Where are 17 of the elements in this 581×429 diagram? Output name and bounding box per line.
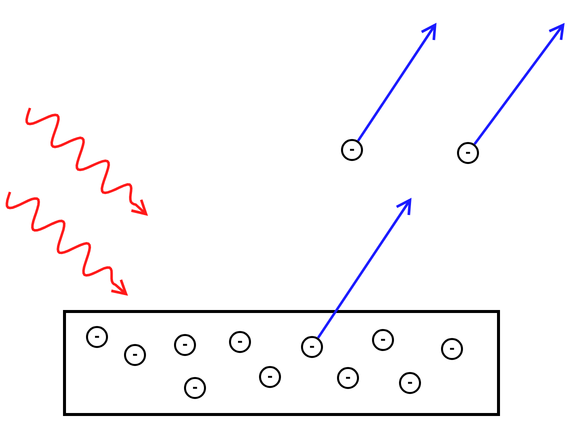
electron: - <box>441 338 463 360</box>
electron: - <box>124 344 146 366</box>
electron: - <box>184 377 206 399</box>
arrow <box>357 24 436 142</box>
arrow <box>474 24 564 145</box>
electron: - <box>341 139 363 161</box>
electron: - <box>399 372 421 394</box>
electron: - <box>259 366 281 388</box>
electron: - <box>229 331 251 353</box>
electron: - <box>372 329 394 351</box>
electron: - <box>337 367 359 389</box>
electron: - <box>174 334 196 356</box>
metal-plate <box>63 310 500 416</box>
arrow <box>317 198 412 339</box>
electron: - <box>301 336 323 358</box>
electron: - <box>457 142 479 164</box>
electron: - <box>86 326 108 348</box>
